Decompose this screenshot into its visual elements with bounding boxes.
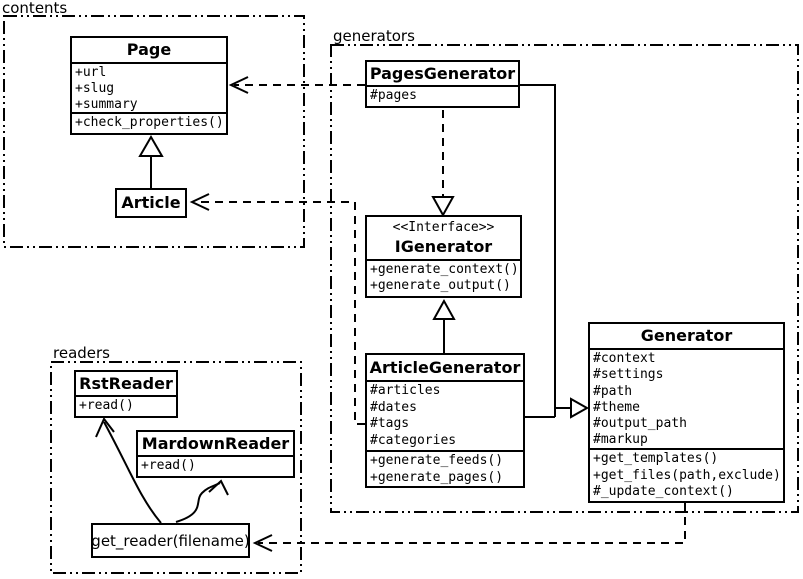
package-generators-border [330, 44, 799, 513]
class-page: Page +url +slug +summary +check_properti… [70, 36, 228, 135]
class-igenerator-title: <<Interface>> IGenerator [367, 217, 520, 261]
method: +get_templates() [593, 451, 719, 466]
class-page-title: Page [72, 38, 226, 64]
package-label-generators: generators [333, 27, 415, 45]
attribute: +summary [75, 97, 138, 112]
arrow-article-to-page [138, 135, 164, 188]
class-igenerator: <<Interface>> IGenerator +generate_conte… [365, 215, 522, 298]
arrow-getreader-to-rstreader [95, 417, 162, 524]
arrow-pagesgenerator-to-page [228, 76, 365, 94]
method: +generate_feeds() [370, 453, 504, 468]
class-pagesgenerator-title: PagesGenerator [367, 62, 518, 87]
arrow-articlegenerator-to-igenerator [432, 298, 456, 353]
function-get-reader-label: get_reader(filename) [91, 531, 250, 550]
class-generator-title: Generator [590, 324, 783, 350]
package-label-readers: readers [53, 344, 110, 362]
attribute: #markup [593, 432, 648, 448]
package-contents-border [3, 15, 305, 248]
class-mardownreader-title: MardownReader [138, 432, 293, 457]
function-get-reader: get_reader(filename) [91, 523, 250, 558]
class-article: Article [115, 188, 187, 218]
arrow-pagesgenerator-to-igenerator [431, 110, 455, 218]
class-mardownreader: MardownReader +read() [136, 430, 295, 478]
method: +generate_context() [370, 262, 519, 277]
attribute: #tags [370, 416, 410, 431]
arrow-getreader-to-mardownreader [175, 479, 229, 523]
attribute: #articles [370, 383, 441, 398]
attribute: #theme [593, 399, 640, 415]
stereotype-label: <<Interface>> [392, 220, 495, 235]
package-readers-border [50, 361, 302, 574]
method: +read() [79, 398, 134, 413]
method: #_update_context() [593, 484, 734, 499]
class-rstreader-title: RstReader [76, 372, 176, 397]
class-article-title: Article [121, 193, 181, 212]
class-rstreader: RstReader +read() [74, 370, 178, 418]
attribute: #context [593, 351, 656, 366]
method: +check_properties() [75, 115, 224, 130]
attribute: #output_path [593, 416, 687, 432]
package-label-contents: contents [2, 0, 68, 17]
class-articlegenerator: ArticleGenerator #articles #dates #tags … [365, 353, 525, 488]
attribute: +url [75, 65, 107, 80]
method: +get_files(path,exclude) [593, 467, 781, 483]
arrow-generator-to-getreader [252, 503, 686, 552]
attribute: #pages [370, 88, 417, 103]
arrow-articlegenerator-to-article [189, 193, 365, 425]
attribute: #settings [593, 367, 664, 383]
arrow-generators-to-generator [520, 84, 590, 419]
attribute: #categories [370, 432, 457, 448]
attribute: #dates [370, 399, 417, 415]
class-pagesgenerator: PagesGenerator #pages [365, 60, 520, 108]
class-articlegenerator-title: ArticleGenerator [367, 355, 523, 382]
method: +generate_output() [370, 278, 511, 293]
attribute: +slug [75, 81, 115, 96]
class-generator: Generator #context #settings #path #them… [588, 322, 785, 503]
method: +generate_pages() [370, 469, 504, 485]
attribute: #path [593, 383, 633, 399]
method: +read() [141, 458, 196, 473]
